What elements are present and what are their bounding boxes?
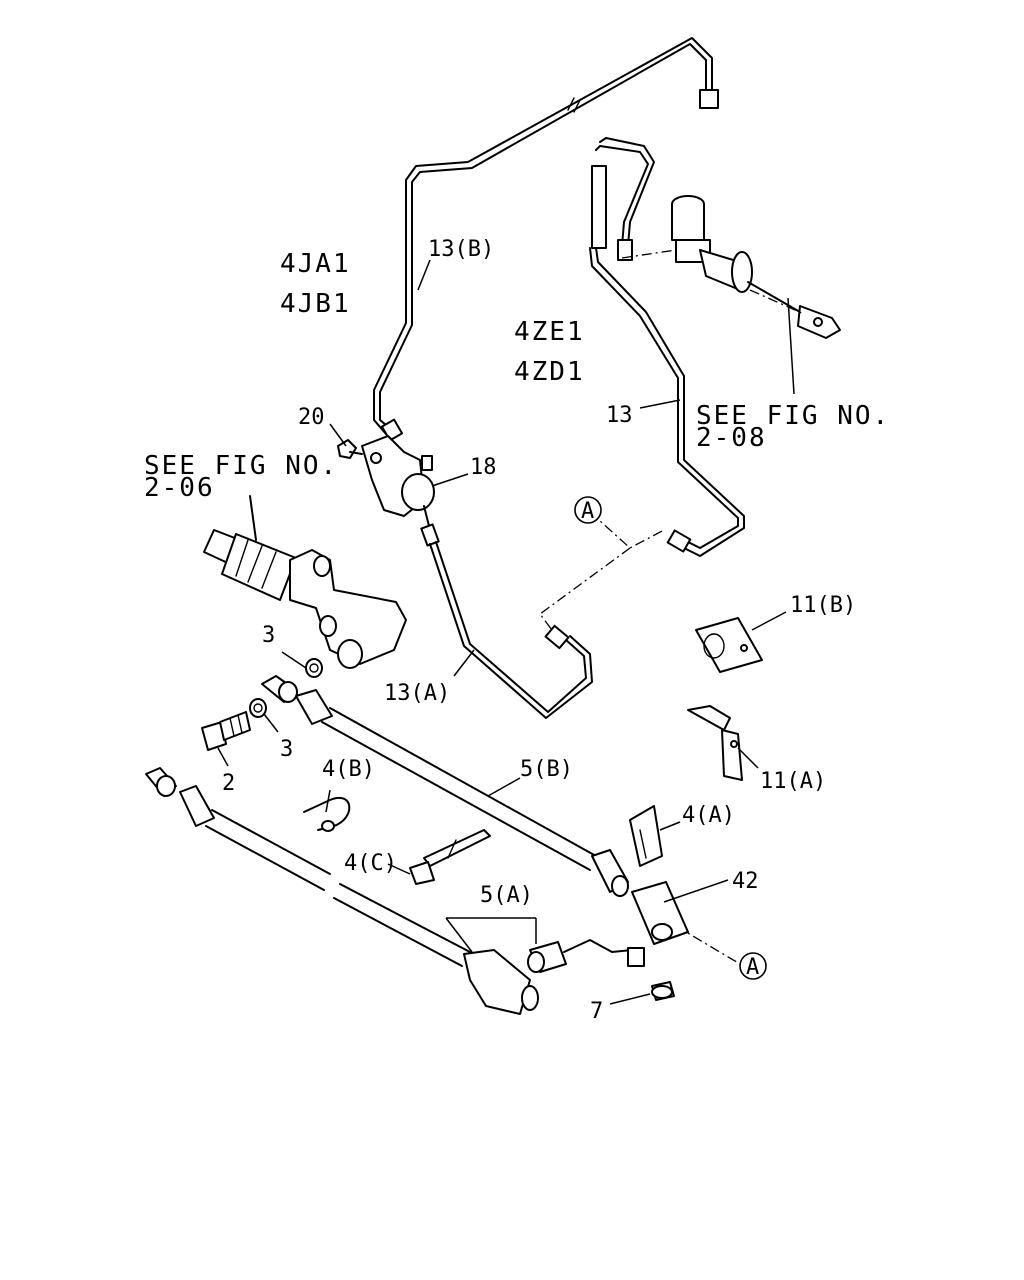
callout-20: 20 xyxy=(298,405,325,430)
callout-5a: 5(A) xyxy=(480,883,533,908)
callout-13b: 13(B) xyxy=(428,237,494,262)
callout-11b: 11(B) xyxy=(790,593,856,618)
hose-5b xyxy=(261,675,629,897)
slave-cylinder xyxy=(203,495,407,669)
callout-42: 42 xyxy=(732,869,759,894)
callout-13a: 13(A) xyxy=(384,681,450,706)
bracket-11a xyxy=(687,705,743,781)
clip-4b xyxy=(303,796,351,832)
master-cylinder xyxy=(621,195,841,339)
washer-3-lower xyxy=(249,698,267,718)
hose-5a xyxy=(145,767,539,1015)
washer-3-upper xyxy=(305,658,323,678)
tie-4c xyxy=(409,829,491,885)
pipe-13a xyxy=(420,523,593,719)
callout-4c: 4(C) xyxy=(344,851,397,876)
see-fig-208-line2: 2-08 xyxy=(696,423,767,453)
see-fig-208-line1: SEE FIG NO. xyxy=(696,401,890,431)
bolt-20 xyxy=(337,439,363,459)
reference-marker-a-lower: A xyxy=(746,955,759,980)
callout-4a: 4(A) xyxy=(682,803,735,828)
engine-label-4zd1: 4ZD1 xyxy=(514,357,585,387)
slave-cylinder-bracket xyxy=(361,435,435,531)
see-fig-206-line2: 2-06 xyxy=(144,473,215,503)
reference-marker-a-upper: A xyxy=(581,499,594,524)
clip-4a xyxy=(629,805,663,867)
see-fig-206-line1: SEE FIG NO. xyxy=(144,451,338,481)
callout-leaders xyxy=(217,259,795,1005)
callout-11a: 11(A) xyxy=(760,769,826,794)
grommet-7 xyxy=(651,981,675,1001)
pipe-13 xyxy=(589,137,745,557)
pipe-13b xyxy=(373,37,719,442)
callout-3-upper: 3 xyxy=(262,623,275,648)
bracket-11b xyxy=(695,617,763,673)
switch-and-bracket-42 xyxy=(527,881,689,973)
bolt-2 xyxy=(201,711,251,751)
engine-label-4ja1: 4JA1 xyxy=(280,249,351,279)
reference-a-leaders xyxy=(539,496,767,980)
callout-5b: 5(B) xyxy=(520,757,573,782)
callout-7: 7 xyxy=(590,999,603,1024)
engine-label-4ze1: 4ZE1 xyxy=(514,317,585,347)
callout-13: 13 xyxy=(606,403,633,428)
engine-label-4jb1: 4JB1 xyxy=(280,289,351,319)
callout-4b: 4(B) xyxy=(322,757,375,782)
callout-2: 2 xyxy=(222,771,235,796)
callout-3-lower: 3 xyxy=(280,737,293,762)
callout-18: 18 xyxy=(470,455,497,480)
